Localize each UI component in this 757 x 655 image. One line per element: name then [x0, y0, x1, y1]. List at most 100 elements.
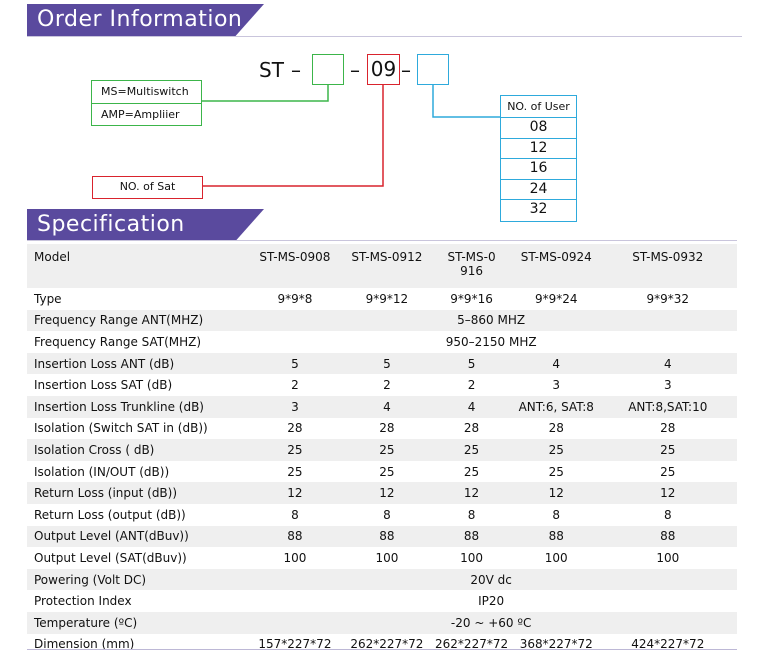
- spec-value: 100: [245, 547, 344, 569]
- spec-value: 28: [429, 418, 514, 440]
- spec-value: 5: [429, 353, 514, 375]
- spec-param: Return Loss (output (dB)): [27, 504, 245, 526]
- spec-value: ANT:8,SAT:10: [599, 396, 737, 418]
- spec-value: 88: [345, 526, 430, 548]
- spec-table: Model ST-MS-0908 ST-MS-0912 ST-MS-0916 S…: [27, 244, 737, 655]
- spec-value: 25: [429, 439, 514, 461]
- type-option-ms: MS=Multiswitch: [92, 81, 201, 104]
- green-connector: [202, 85, 328, 101]
- spec-value: 5: [245, 353, 344, 375]
- spec-value: 28: [345, 418, 430, 440]
- spec-param: Type: [27, 288, 245, 310]
- spec-value: 12: [599, 482, 737, 504]
- spec-value: 2: [245, 374, 344, 396]
- spec-value: 12: [429, 482, 514, 504]
- type-option-amp: AMP=Ampliier: [92, 104, 201, 126]
- spec-value: 25: [514, 461, 599, 483]
- model-name: ST-MS-0908: [245, 244, 344, 288]
- spec-value: 25: [429, 461, 514, 483]
- spec-param: Output Level (SAT(dBuv)): [27, 547, 245, 569]
- spec-value: 25: [514, 439, 599, 461]
- spec-value: 88: [429, 526, 514, 548]
- spec-param: Powering (Volt DC): [27, 569, 245, 591]
- spec-value: 28: [599, 418, 737, 440]
- spec-value: 3: [514, 374, 599, 396]
- spec-value: 12: [514, 482, 599, 504]
- spec-param: Temperature (ºC): [27, 612, 245, 634]
- spec-value-span: 20V dc: [245, 569, 737, 591]
- spec-param: Isolation (Switch SAT in (dB)): [27, 418, 245, 440]
- user-option: 32: [501, 200, 576, 220]
- user-option: 16: [501, 159, 576, 180]
- blue-connector: [433, 85, 500, 117]
- spec-row: Frequency Range ANT(MHZ)5–860 MHZ: [27, 310, 737, 332]
- spec-value-span: 950–2150 MHZ: [245, 331, 737, 353]
- spec-value: 4: [599, 353, 737, 375]
- spec-value: 8: [245, 504, 344, 526]
- spec-value: 88: [599, 526, 737, 548]
- spec-value: 9*9*32: [599, 288, 737, 310]
- model-name: ST-MS-0912: [345, 244, 430, 288]
- spec-value: 9*9*24: [514, 288, 599, 310]
- spec-value: 100: [429, 547, 514, 569]
- spec-value: 28: [245, 418, 344, 440]
- spec-value: 25: [245, 461, 344, 483]
- model-row: Model ST-MS-0908 ST-MS-0912 ST-MS-0916 S…: [27, 244, 737, 288]
- model-name: ST-MS-0916: [429, 244, 514, 288]
- spec-param: Insertion Loss Trunkline (dB): [27, 396, 245, 418]
- model-name: ST-MS-0924: [514, 244, 599, 288]
- spec-value: 8: [429, 504, 514, 526]
- spec-value: 100: [514, 547, 599, 569]
- spec-param: Insertion Loss ANT (dB): [27, 353, 245, 375]
- spec-value: 88: [514, 526, 599, 548]
- model-label: Model: [27, 244, 245, 288]
- spec-value: 8: [599, 504, 737, 526]
- spec-value: 3: [599, 374, 737, 396]
- spec-value: 25: [599, 461, 737, 483]
- spec-value: 12: [245, 482, 344, 504]
- spec-value: 25: [345, 439, 430, 461]
- specification-banner: Specification: [27, 209, 264, 241]
- red-connector: [203, 85, 383, 186]
- spec-param: Frequency Range SAT(MHZ): [27, 331, 245, 353]
- spec-value: 100: [345, 547, 430, 569]
- spec-value: ANT:6, SAT:8: [514, 396, 599, 418]
- spec-row: Powering (Volt DC)20V dc: [27, 569, 737, 591]
- spec-param: Isolation Cross ( dB): [27, 439, 245, 461]
- user-option: 12: [501, 139, 576, 160]
- spec-value: 9*9*12: [345, 288, 430, 310]
- spec-param: Protection Index: [27, 590, 245, 612]
- spec-param: Output Level (ANT(dBuv)): [27, 526, 245, 548]
- spec-value: 2: [429, 374, 514, 396]
- spec-divider: [27, 240, 737, 241]
- spec-value: 25: [599, 439, 737, 461]
- spec-value: 88: [245, 526, 344, 548]
- user-header: NO. of User: [501, 96, 576, 118]
- spec-value: 5: [345, 353, 430, 375]
- spec-value: 25: [345, 461, 430, 483]
- bottom-divider: [27, 649, 737, 650]
- user-option: 24: [501, 180, 576, 201]
- spec-param: Return Loss (input (dB)): [27, 482, 245, 504]
- spec-value-span: 5–860 MHZ: [245, 310, 737, 332]
- spec-value: 9*9*8: [245, 288, 344, 310]
- spec-value: 25: [245, 439, 344, 461]
- spec-value: 100: [599, 547, 737, 569]
- spec-value: 4: [345, 396, 430, 418]
- sat-label: NO. of Sat: [120, 180, 176, 193]
- spec-value: 3: [245, 396, 344, 418]
- spec-param: Isolation (IN/OUT (dB)): [27, 461, 245, 483]
- spec-value: 8: [345, 504, 430, 526]
- spec-value: 9*9*16: [429, 288, 514, 310]
- spec-param: Frequency Range ANT(MHZ): [27, 310, 245, 332]
- user-option: 08: [501, 118, 576, 139]
- spec-value: 2: [345, 374, 430, 396]
